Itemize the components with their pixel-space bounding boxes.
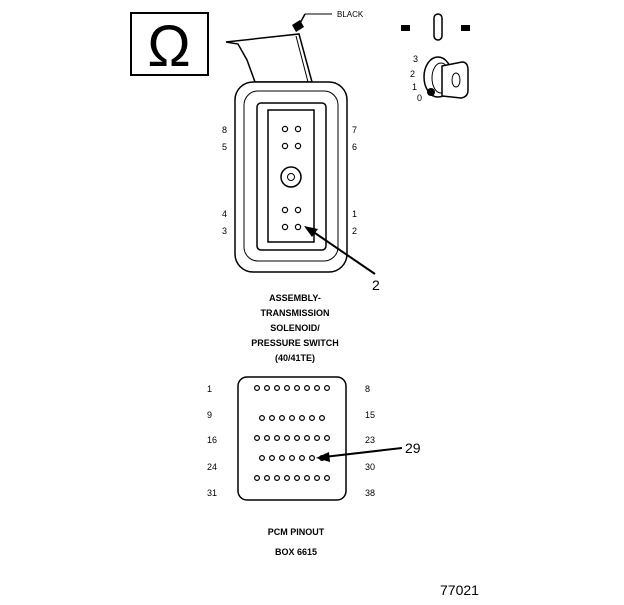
pin-hole [269, 455, 276, 462]
pin-hole [314, 435, 321, 442]
connector-pin-label: 6 [352, 142, 357, 152]
connector-caption: PRESSURE SWITCH [251, 338, 339, 348]
pin-hole [264, 475, 271, 482]
pin-hole [254, 475, 261, 482]
pin-hole [309, 455, 316, 462]
connector-pin-label: 8 [222, 125, 227, 135]
pin-hole [264, 385, 271, 392]
pin-hole [274, 435, 281, 442]
connector-caption: ASSEMBLY- [269, 293, 321, 303]
pin-hole [274, 475, 281, 482]
pin-hole [319, 415, 326, 422]
connector-pin-label: 3 [222, 226, 227, 236]
pin-hole [324, 435, 331, 442]
pin-hole [289, 415, 296, 422]
pcm-pin-label: 15 [365, 410, 375, 420]
pcm-callout-arrow [316, 447, 403, 462]
pin-hole [281, 142, 289, 150]
pin-hole [284, 475, 291, 482]
pin-hole [314, 475, 321, 482]
connector-pin-label: 7 [352, 125, 357, 135]
pcm-caption: PCM PINOUT [268, 527, 325, 537]
wire-lead: BLACK [292, 10, 364, 32]
pin-hole [284, 435, 291, 442]
pin-hole [294, 475, 301, 482]
pcm-pin-label: 24 [207, 462, 217, 472]
pcm-callout-number: 29 [405, 440, 421, 456]
ohm-box [130, 12, 209, 76]
pin-hole [269, 415, 276, 422]
key-position-label: 2 [410, 69, 415, 79]
connector-pin-label: 1 [352, 209, 357, 219]
pin-hole [324, 475, 331, 482]
key-slot-icon [433, 13, 443, 41]
pcm-pin-label: 23 [365, 435, 375, 445]
connector-callout-arrow [304, 226, 376, 275]
pin-hole [304, 385, 311, 392]
pin-hole [294, 125, 302, 133]
pcm-pin-label: 16 [207, 435, 217, 445]
pin-hole [294, 223, 302, 231]
pin-hole [294, 206, 302, 214]
key-off-marker-icon [401, 25, 410, 31]
pin-hole [304, 435, 311, 442]
pin-hole [279, 455, 286, 462]
pin-hole [274, 385, 281, 392]
pin-hole [304, 475, 311, 482]
pin-hole [294, 435, 301, 442]
connector-pin-label: 2 [352, 226, 357, 236]
pin-hole [264, 435, 271, 442]
connector-caption: SOLENOID/ [270, 323, 320, 333]
connector-pin-group [281, 125, 302, 231]
figure-number: 77021 [440, 582, 479, 598]
pcm-pin-label: 9 [207, 410, 212, 420]
key-position-label: 1 [412, 82, 417, 92]
pcm-pin-label: 31 [207, 488, 217, 498]
key-on-marker-icon [461, 25, 470, 31]
pin-hole [324, 385, 331, 392]
pcm-caption: BOX 6615 [275, 547, 317, 557]
wire-color-label: BLACK [337, 10, 364, 19]
pcm-pin-label: 1 [207, 384, 212, 394]
connector-caption: TRANSMISSION [260, 308, 329, 318]
pin-hole [289, 455, 296, 462]
pin-hole [254, 385, 261, 392]
pin-hole [294, 142, 302, 150]
pcm-pin-label: 8 [365, 384, 370, 394]
ohm-icon: Ω [147, 14, 190, 79]
connector-pin-label: 5 [222, 142, 227, 152]
pin-hole [259, 415, 266, 422]
connector-callout-number: 2 [372, 277, 380, 293]
ohmmeter-symbol: Ω [130, 12, 209, 79]
pin-hole [281, 125, 289, 133]
pin-hole [279, 415, 286, 422]
pin-hole [314, 385, 321, 392]
pin-hole [259, 455, 266, 462]
key-switch-icon: 3 2 1 0 [401, 13, 470, 103]
pcm-pin-label: 30 [365, 462, 375, 472]
pin-hole [284, 385, 291, 392]
pin-hole [299, 455, 306, 462]
key-position-label: 0 [417, 93, 422, 103]
pcm-pin-label: 38 [365, 488, 375, 498]
connector-caption: (40/41TE) [275, 353, 315, 363]
pcm-connector-box [237, 376, 347, 501]
connector-lead-tab [225, 33, 313, 83]
pin-hole [299, 415, 306, 422]
connector-pin-label: 4 [222, 209, 227, 219]
key-position-label: 3 [413, 54, 418, 64]
pin-hole [309, 415, 316, 422]
solenoid-connector: 8 5 4 3 7 6 1 2 2 ASSEMBLY- TRANSMISSION… [222, 33, 380, 363]
pin-hole [281, 223, 289, 231]
pin-hole [281, 206, 289, 214]
pin-hole [294, 385, 301, 392]
pcm-pinout: 1 9 16 24 31 8 15 23 30 38 29 PCM PINOUT… [207, 376, 421, 557]
pin-hole [254, 435, 261, 442]
